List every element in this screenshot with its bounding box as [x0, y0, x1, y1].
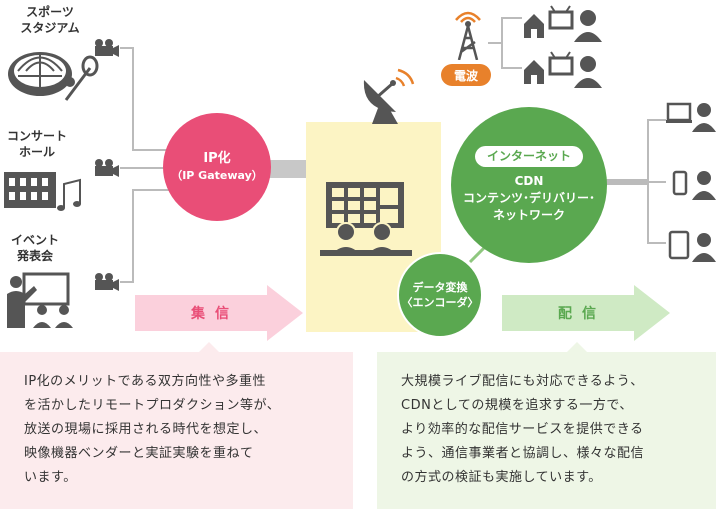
cdn-line3: ネットワーク — [492, 208, 565, 222]
cdn-line2: コンテンツ･デリバリー･ — [462, 191, 595, 205]
callout-notch-right — [566, 342, 588, 353]
ip-gateway-title: IP化 — [203, 151, 231, 166]
satellite-dish-icon — [363, 68, 415, 124]
encoder-title: データ変換 — [412, 281, 468, 294]
deliver-arrow — [502, 285, 670, 341]
internet-badge: インターネット — [474, 146, 583, 167]
source-label-stadium: スポーツスタジアム — [20, 5, 80, 35]
description-left: IP化のメリットである双方向性や多重性 を活かしたリモートプロダクション等が、 … — [0, 352, 353, 509]
source-label-concert-hall: コンサートホール — [6, 129, 67, 159]
video-camera-icon — [95, 39, 119, 57]
collect-arrow — [135, 285, 303, 341]
production-studio-icon — [320, 182, 412, 256]
callout-notch-left — [198, 342, 220, 353]
home-tv-viewer-icon — [524, 5, 602, 42]
broadcast-tower-icon — [455, 11, 481, 60]
ip-gateway-subtitle: （IP Gateway） — [171, 169, 263, 182]
deliver-arrow-label: 配信 — [558, 306, 606, 322]
collect-arrow-label: 集信 — [191, 306, 239, 322]
stadium-icon — [8, 52, 99, 101]
smartphone-viewer-icon — [672, 170, 716, 200]
encoder-node: データ変換 〈エンコーダ〉 — [397, 252, 483, 338]
home-tv-viewer-icon — [524, 51, 602, 88]
video-camera-icon — [95, 159, 119, 177]
presentation-icon — [7, 272, 73, 328]
laptop-viewer-icon — [666, 102, 716, 132]
concert-hall-icon — [4, 172, 81, 211]
ip-gateway-node: IP化 （IP Gateway） — [163, 113, 271, 221]
cdn-title: CDN — [514, 174, 544, 188]
cdn-node: インターネット CDN コンテンツ･デリバリー･ ネットワーク — [451, 107, 607, 263]
encoder-subtitle: 〈エンコーダ〉 — [401, 296, 479, 309]
tablet-viewer-icon — [668, 230, 716, 262]
description-right: 大規模ライブ配信にも対応できるよう、 CDNとしての規模を追求する一方で、 より… — [377, 352, 716, 509]
video-camera-icon — [95, 273, 119, 291]
broadcast-badge: 電波 — [441, 64, 491, 86]
source-label-event: イベント発表会 — [10, 233, 59, 263]
